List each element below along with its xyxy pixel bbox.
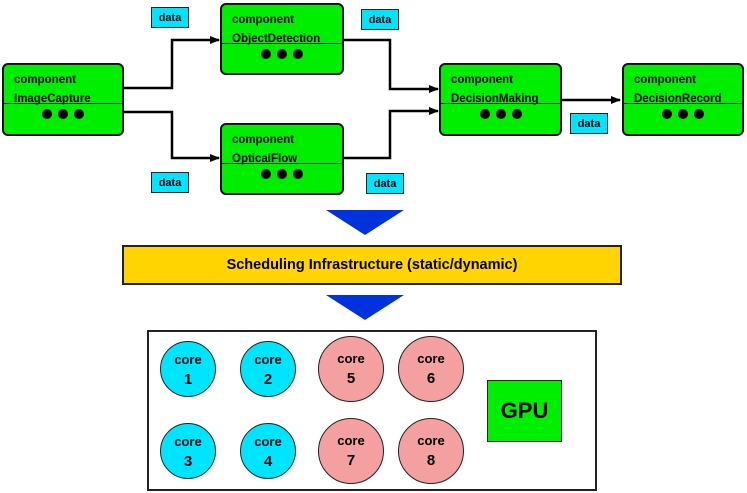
core-number: 2 [263,371,273,388]
core-label: core [254,352,282,367]
core-label: core [417,351,445,366]
component-name-label: ImageCapture [14,93,91,105]
edge-opticalflow-decisionmaking [343,107,439,160]
core-label: core [337,433,365,448]
core-label: core [254,434,282,449]
data-tag-objectdetection-output: data [361,9,399,30]
ellipsis-icon [222,163,342,184]
component-kind-label: component [451,74,513,86]
core-number: 1 [183,371,193,388]
core-number: 5 [346,370,356,387]
edge-imagecapture-opticalflow [123,110,220,162]
component-kind-label: component [634,74,696,86]
ellipsis-icon [4,103,122,124]
data-tag-objectdetection-input: data [151,7,189,28]
core-2[interactable]: core 2 [240,341,296,397]
core-3[interactable]: core 3 [160,423,216,479]
scheduling-infrastructure-bar: Scheduling Infrastructure (static/dynami… [122,245,622,285]
core-number: 4 [263,453,273,470]
core-label: core [337,351,365,366]
core-1[interactable]: core 1 [160,341,216,397]
gpu-block[interactable]: GPU [487,380,562,442]
core-number: 7 [346,452,356,469]
data-tag-opticalflow-input: data [151,172,189,193]
core-7[interactable]: core 7 [318,418,384,484]
data-tag-decisionmaking-output: data [570,113,608,134]
core-label: core [174,352,202,367]
component-kind-label: component [232,14,294,26]
core-label: core [174,434,202,449]
component-name-label: OpticalFlow [232,153,298,165]
edge-imagecapture-objectdetection [123,36,220,90]
core-number: 8 [426,452,436,469]
core-number: 3 [183,453,193,470]
ellipsis-icon [441,103,560,124]
core-4[interactable]: core 4 [240,423,296,479]
core-5[interactable]: core 5 [318,336,384,402]
core-6[interactable]: core 6 [398,336,464,402]
down-arrow-lower [326,295,404,320]
component-kind-label: component [232,134,294,146]
component-name-label: DecisionMaking [451,93,539,105]
ellipsis-icon [624,103,742,124]
core-label: core [417,433,445,448]
component-name-label: ObjectDetection [232,33,321,45]
ellipsis-icon [222,43,342,64]
down-arrow-upper [326,210,404,235]
core-8[interactable]: core 8 [398,418,464,484]
component-kind-label: component [14,74,76,86]
data-tag-opticalflow-output: data [366,173,404,194]
component-name-label: DecisionRecord [634,93,722,105]
edge-objectdetection-decisionmaking [343,38,439,93]
core-number: 6 [426,370,436,387]
